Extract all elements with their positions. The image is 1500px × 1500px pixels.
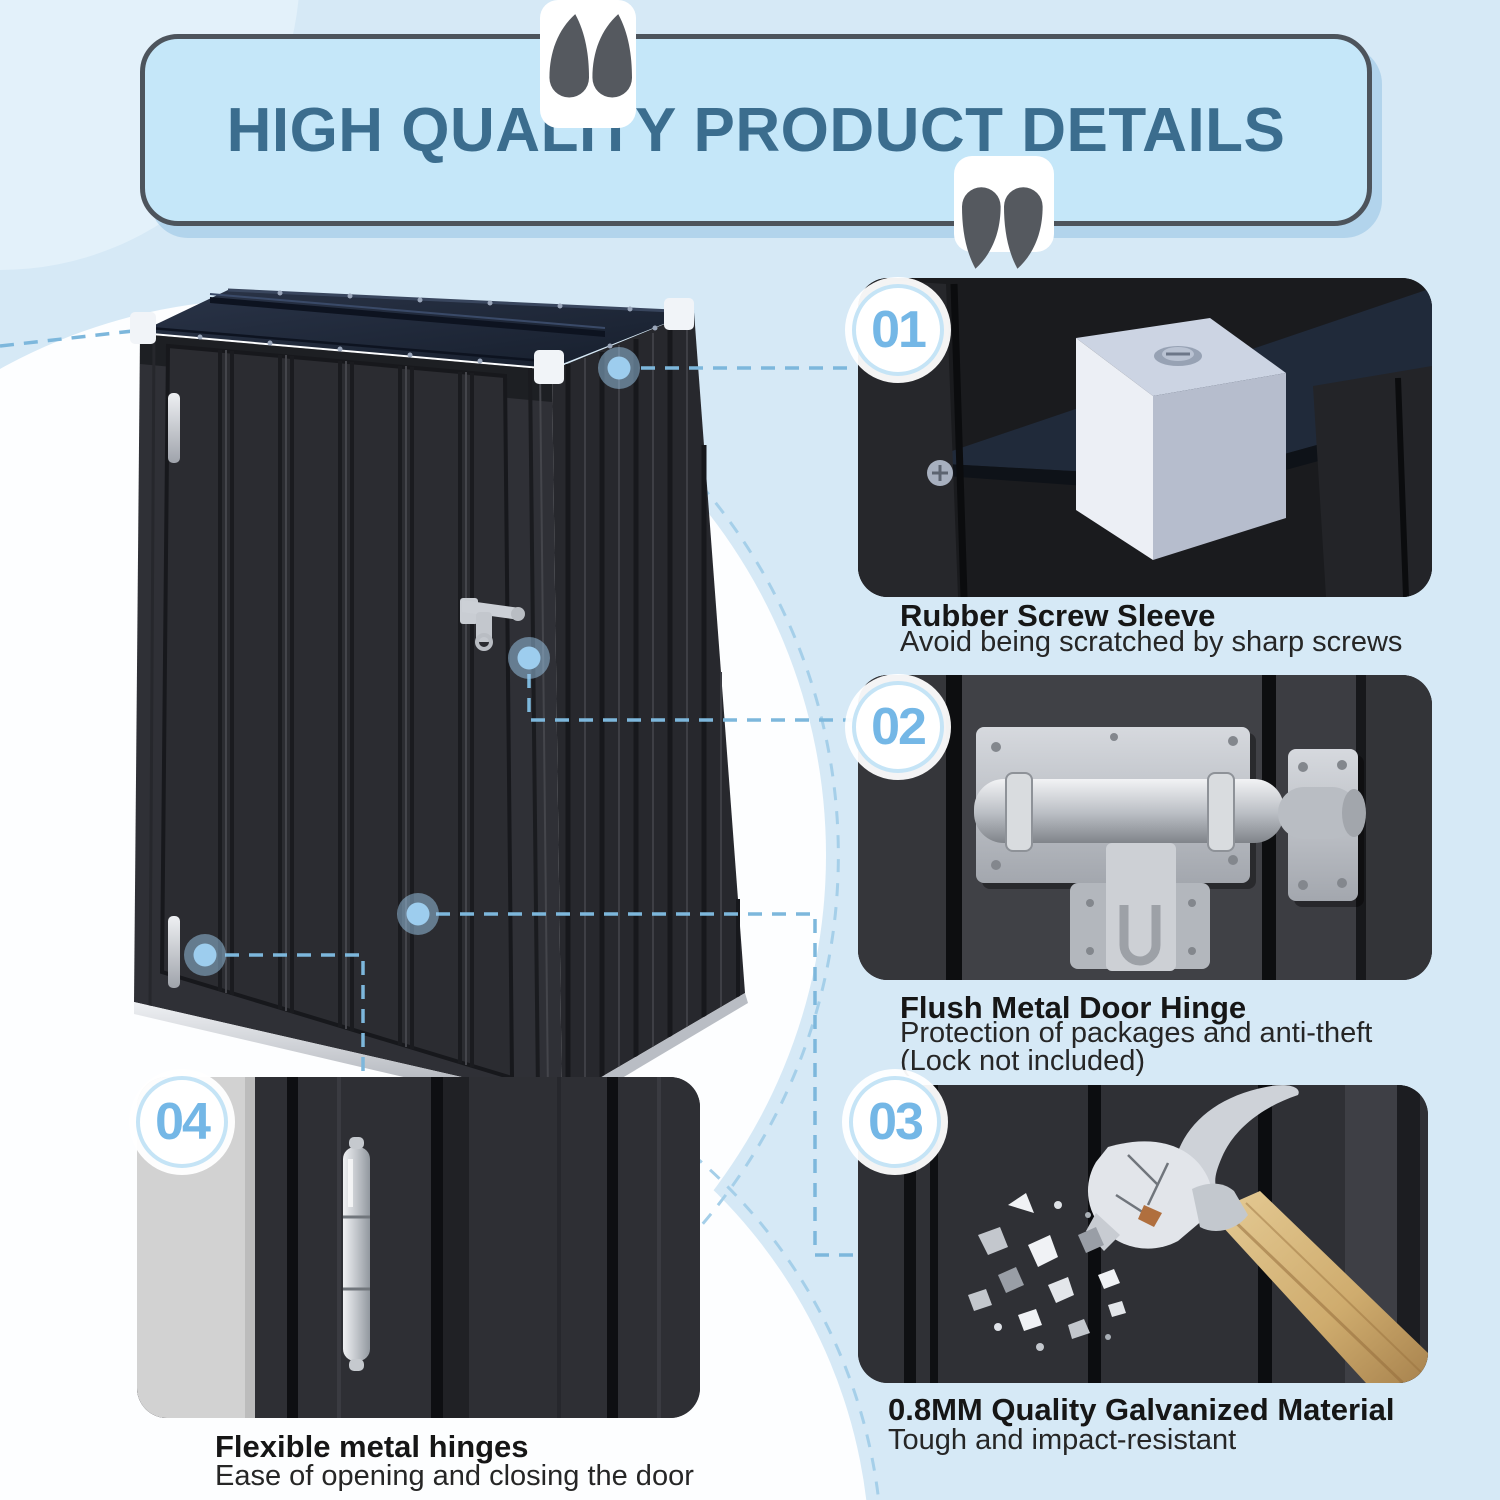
shed-hinge-icon bbox=[168, 393, 180, 463]
feature-04-number: 04 bbox=[155, 1093, 211, 1151]
feature-04-title: Flexible metal hinges bbox=[215, 1429, 529, 1464]
shed-hinge-icon bbox=[168, 916, 180, 988]
feature-01-desc: Avoid being scratched by sharp screws bbox=[900, 626, 1403, 658]
feature-02-desc-line1: Protection of packages and anti-theft bbox=[900, 1017, 1373, 1049]
feature-03-number: 03 bbox=[868, 1093, 924, 1151]
door-latch-image bbox=[858, 675, 1432, 980]
title-banner: HIGH QUALITY PRODUCT DETAILS bbox=[140, 34, 1372, 226]
feature-03-photo bbox=[858, 1085, 1428, 1383]
connector-line-04 bbox=[225, 953, 365, 1075]
feature-04-photo bbox=[137, 1077, 700, 1418]
feature-04-desc-line1: Ease of opening and closing the door bbox=[215, 1460, 694, 1492]
feature-03-badge: 03 bbox=[849, 1076, 941, 1168]
feature-01-desc-line1: Avoid being scratched by sharp screws bbox=[900, 626, 1403, 658]
shed-product-image bbox=[130, 288, 748, 1114]
feature-02-title: Flush Metal Door Hinge bbox=[900, 990, 1247, 1025]
hammer-impact-image bbox=[858, 1085, 1428, 1383]
dashed-arc-lower bbox=[691, 1152, 881, 1500]
rubber-screw-sleeve-image bbox=[858, 278, 1432, 597]
open-quote-icon bbox=[549, 14, 632, 98]
corner-cap-icon bbox=[534, 350, 564, 384]
callout-dot-icon bbox=[508, 637, 550, 679]
feature-03-desc-line1: Tough and impact-resistant bbox=[888, 1424, 1237, 1456]
feature-01-badge: 01 bbox=[852, 284, 944, 376]
close-quote-icon bbox=[962, 187, 1043, 269]
feature-04-badge: 04 bbox=[136, 1076, 228, 1168]
shatter-fragments-icon bbox=[968, 1193, 1126, 1351]
feature-02-number: 02 bbox=[871, 698, 927, 756]
page-title: HIGH QUALITY PRODUCT DETAILS bbox=[226, 95, 1286, 165]
shed-latch-icon bbox=[460, 598, 525, 651]
feature-02-photo bbox=[858, 675, 1432, 980]
callout-dot-icon bbox=[397, 893, 439, 935]
callout-dot-icon bbox=[598, 347, 640, 389]
corner-cap-icon bbox=[130, 312, 156, 344]
feature-03-desc: Tough and impact-resistant bbox=[888, 1424, 1237, 1456]
corner-cap-icon bbox=[664, 298, 694, 330]
feature-01-number: 01 bbox=[871, 301, 927, 359]
feature-02-badge: 02 bbox=[852, 681, 944, 773]
feature-01-title: Rubber Screw Sleeve bbox=[900, 598, 1216, 633]
dashed-arc-upper bbox=[648, 431, 840, 1266]
feature-01-photo bbox=[858, 278, 1432, 597]
callout-dot-icon bbox=[184, 934, 226, 976]
connector-line-02 bbox=[527, 674, 852, 722]
metal-hinge-image bbox=[137, 1077, 700, 1418]
feature-04-desc: Ease of opening and closing the door bbox=[215, 1460, 694, 1492]
feature-02-desc: Protection of packages and anti-theft (L… bbox=[900, 1017, 1373, 1077]
feature-02-desc-line2: (Lock not included) bbox=[900, 1045, 1146, 1077]
feature-03-title: 0.8MM Quality Galvanized Material bbox=[888, 1392, 1395, 1427]
